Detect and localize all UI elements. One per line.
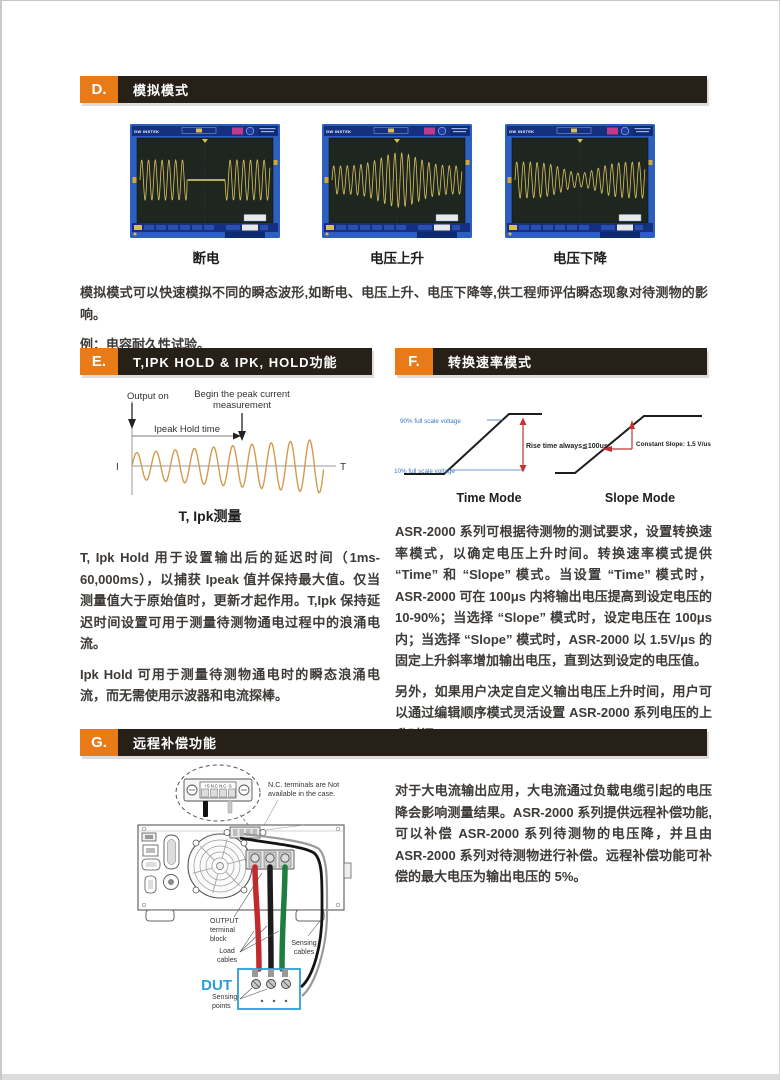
scope-label-voltage-dip: 电压下降 xyxy=(553,251,607,266)
hold-time-arrowhead xyxy=(233,432,241,440)
remote-paragraph: 对于大电流输出应用，大电流通过负载电缆引起的电压降会影响测量结果。ASR-200… xyxy=(395,780,712,897)
scope-brand: GW INSTEK xyxy=(509,129,534,134)
trigger-marker xyxy=(202,139,208,143)
nc-note-line1: N.C. terminals are Not xyxy=(268,780,339,789)
page-footer-strip xyxy=(2,1074,779,1080)
section-f-header: F. 转换速率模式 xyxy=(395,348,707,375)
sense-wire-grey xyxy=(227,800,233,814)
v10-label: 10% full scale voltage xyxy=(394,468,455,475)
output-terminal-block xyxy=(245,849,295,870)
sensing-cable-grey xyxy=(243,832,329,997)
fan-icon xyxy=(187,833,253,899)
scope-label-dropout: 断电 xyxy=(192,251,220,266)
rise-arrow-top xyxy=(519,417,527,425)
nc-note-line2: available in the case. xyxy=(268,789,335,798)
simulation-text: 模拟模式可以快速模拟不同的瞬态波形,如断电、电压上升、电压下降等,供工程师评估瞬… xyxy=(80,285,708,322)
ipk-para2: Ipk Hold 可用于测量待测物通电时的瞬态浪涌电流，而无需使用示波器和电流探… xyxy=(80,666,380,704)
sensing-cable-black xyxy=(239,836,324,989)
slew-rate-diagram: 90% full scale voltage 10% full scale vo… xyxy=(394,413,711,505)
load-cables-line2: cables xyxy=(217,957,238,964)
constant-slope-label: Constant Slope: 1.5 V/us xyxy=(636,441,711,448)
side-handle xyxy=(343,862,352,879)
ipk-paragraphs: T, Ipk Hold 用于设置输出后的延迟时间（1ms-60,000ms），以… xyxy=(80,547,380,716)
terminal-strip-label: +S N.C N.C -S xyxy=(204,784,232,789)
section-f-title: 转换速率模式 xyxy=(448,355,533,370)
begin-measure-line1: Begin the peak current xyxy=(194,389,290,400)
sensing-points-line2: points xyxy=(212,1003,231,1010)
axis-i-label: I xyxy=(116,462,119,473)
ipk-caption: T, Ipk测量 xyxy=(178,508,242,524)
load-cable-red xyxy=(252,864,262,972)
section-e-letter: E. xyxy=(80,348,118,375)
trigger-marker xyxy=(577,139,583,143)
slope-mode-ramp xyxy=(555,415,702,474)
load-cable-green xyxy=(279,864,288,972)
slope-arrow-left xyxy=(602,446,612,452)
axis-t-label: T xyxy=(340,462,346,473)
ipeak-hold-time-label: Ipeak Hold time xyxy=(154,424,220,435)
output-block-line2: terminal xyxy=(210,927,235,934)
section-d-title: 模拟模式 xyxy=(133,83,190,98)
slew-paragraphs: ASR-2000 系列可根据待测物的测试要求，设置转换速率模式，以确定电压上升时… xyxy=(395,521,712,754)
section-g-header: G. 远程补偿功能 xyxy=(80,729,707,756)
begin-measure-arrow xyxy=(238,431,246,441)
ipk-para1: T, Ipk Hold 用于设置输出后的延迟时间（1ms-60,000ms），以… xyxy=(80,550,380,651)
dut-box xyxy=(237,968,301,1010)
scope-label-voltage-rise: 电压上升 xyxy=(370,251,424,266)
begin-measure-line2: measurement xyxy=(213,400,271,411)
remote-text: 对于大电流输出应用，大电流通过负载电缆引起的电压降会影响测量结果。ASR-200… xyxy=(395,783,712,884)
output-block-line1: OUTPUT xyxy=(210,918,240,925)
v90-label: 90% full scale voltage xyxy=(400,418,461,425)
output-on-arrow xyxy=(128,419,136,429)
sense-terminal-inset: +S N.C N.C -S xyxy=(175,764,261,830)
dut-label: DUT xyxy=(201,977,232,994)
slope-mode-label: Slope Mode xyxy=(605,491,675,505)
ipk-waveform xyxy=(131,439,325,494)
section-g-title: 远程补偿功能 xyxy=(133,736,218,751)
section-g-letter: G. xyxy=(80,729,118,756)
output-on-label: Output on xyxy=(127,391,169,402)
sensing-points-line1: Sensing xyxy=(212,994,237,1001)
scope-screenshot-voltage-dip: GW INSTEK xyxy=(505,124,655,238)
sense-wire-black xyxy=(203,801,208,817)
scope-brand: GW INSTEK xyxy=(134,129,159,134)
section-f-letter: F. xyxy=(395,348,433,375)
scope-waveform xyxy=(514,161,646,200)
slew-para1: ASR-2000 系列可根据待测物的测试要求，设置转换速率模式，以确定电压上升时… xyxy=(395,524,712,668)
time-mode-ramp xyxy=(404,413,542,475)
foot-right xyxy=(295,909,325,922)
ipk-hold-diagram: Output on Begin the peak current measure… xyxy=(116,389,346,495)
sensing-cables-line2: cables xyxy=(294,949,315,956)
section-e-title: T,IPK HOLD & IPK, HOLD功能 xyxy=(133,355,338,370)
foot-left xyxy=(145,909,175,922)
load-cable-black xyxy=(267,864,274,972)
section-d-header: D. 模拟模式 xyxy=(80,76,707,103)
remote-sense-diagram: +S N.C N.C -S N.C. terminals are Not ava… xyxy=(137,764,352,1010)
output-block-line3: block xyxy=(210,936,227,943)
rise-arrow-bottom xyxy=(519,465,527,473)
load-cables-line1: Load xyxy=(219,948,235,955)
scope-screenshot-dropout: GW INSTEK xyxy=(130,124,280,238)
rear-panel xyxy=(137,824,352,922)
trigger-marker xyxy=(394,139,400,143)
section-d-letter: D. xyxy=(80,76,118,103)
rise-time-label: Rise time always≦100us xyxy=(526,443,608,450)
scope-brand: GW INSTEK xyxy=(326,129,351,134)
sensing-cables-line1: Sensing xyxy=(291,940,316,947)
scope-waveform xyxy=(331,152,463,209)
scope-screenshot-voltage-rise: GW INSTEK xyxy=(322,124,472,238)
slope-arrow-up xyxy=(629,420,635,429)
section-e-header: E. T,IPK HOLD & IPK, HOLD功能 xyxy=(80,348,372,375)
time-mode-label: Time Mode xyxy=(456,491,521,505)
